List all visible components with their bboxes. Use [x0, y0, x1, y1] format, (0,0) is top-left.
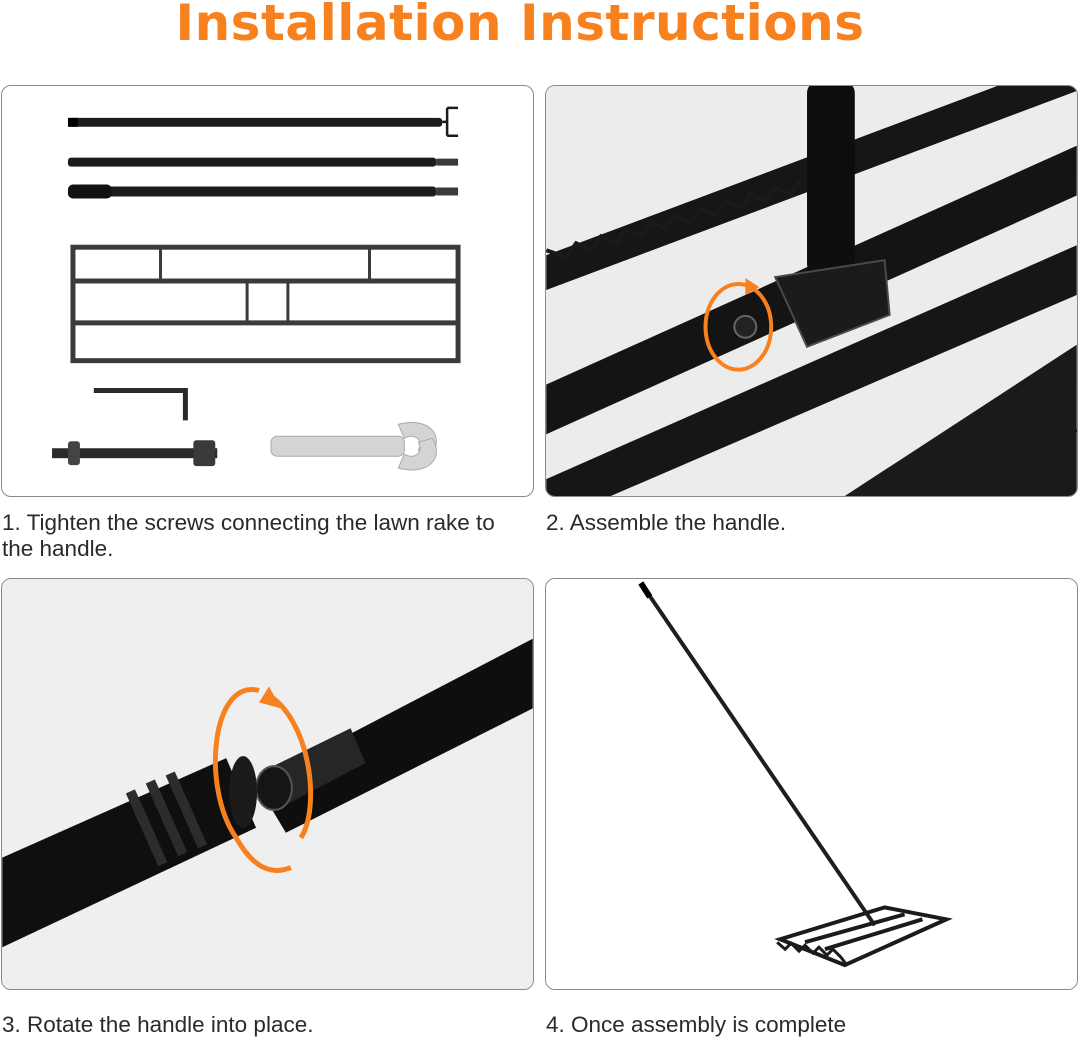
- spanner: [270, 422, 437, 471]
- handle-grip-pole: [67, 184, 459, 199]
- allen-key: [93, 388, 188, 421]
- step-3-rotate-image: [1, 578, 534, 990]
- bolt: [52, 440, 218, 467]
- step-1-caption: 1. Tighten the screws connecting the law…: [2, 510, 495, 561]
- step-2-caption: 2. Assemble the handle.: [546, 510, 787, 535]
- rake-head: [774, 905, 953, 968]
- step-3-caption: 3. Rotate the handle into place.: [2, 1012, 314, 1037]
- rake-frame: [70, 244, 461, 364]
- handle-pole-2: [67, 157, 459, 167]
- page-title: Installation Instructions: [175, 0, 865, 52]
- step-4-assembled-rake-image: [545, 578, 1078, 990]
- step-4-caption: 4. Once assembly is complete: [546, 1012, 847, 1037]
- step-1-parts-image: [1, 85, 534, 497]
- handle-pole-1: [67, 106, 459, 138]
- step-2-handle-closeup-image: [545, 85, 1078, 497]
